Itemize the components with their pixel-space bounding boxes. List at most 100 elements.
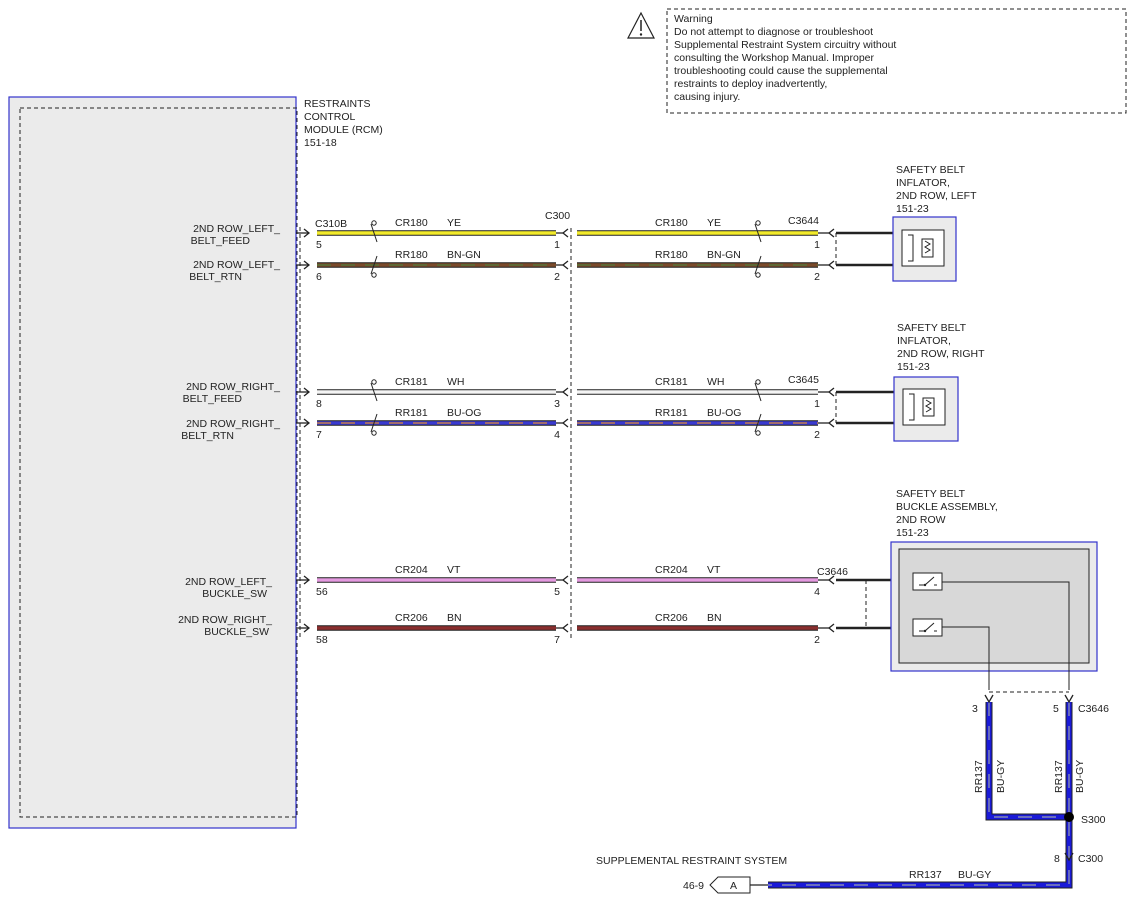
wire-circuit-label: RR137 (973, 760, 985, 793)
pin-label: BUCKLE_SW (204, 626, 269, 638)
rcm-label: RESTRAINTS (304, 98, 371, 110)
component-label: INFLATOR, (897, 335, 951, 347)
twisted-pair-marker (755, 272, 761, 278)
connector-pin-number: 1 (814, 239, 820, 251)
connector-pin-number: 3 (972, 703, 978, 715)
connector-terminal-arrow (827, 623, 835, 633)
pin-label: 2ND ROW_RIGHT_ (186, 418, 280, 430)
wire-color-label: BU-OG (707, 407, 741, 419)
twisted-pair-marker (754, 382, 762, 402)
connector-terminal-arrow (561, 228, 569, 238)
wire-circuit-label: CR206 (655, 612, 688, 624)
warning-line: restraints to deploy inadvertently, (674, 78, 827, 90)
wire-color-label: VT (447, 564, 461, 576)
wire-color-label: BU-GY (958, 869, 991, 881)
warning-title: Warning (674, 13, 713, 25)
page-reference-tag[interactable]: A (709, 876, 751, 894)
wire-circuit-label: CR181 (655, 376, 688, 388)
component-label: 2ND ROW (896, 514, 946, 526)
twisted-pair-marker (754, 223, 762, 243)
wire-color-label: WH (447, 376, 465, 388)
pin-label: BELT_RTN (189, 271, 242, 283)
pin-label: 2ND ROW_LEFT_ (193, 259, 280, 271)
warning-icon (627, 11, 655, 39)
wire-circuit-label: RR137 (909, 869, 942, 881)
connector-pin-number: 56 (316, 586, 328, 598)
rcm-connector-label: C310B (315, 218, 347, 230)
wire-circuit-label: RR137 (1053, 760, 1065, 793)
connector-pin-number: 2 (554, 271, 560, 283)
wire-stripe (768, 702, 1070, 886)
component-label: INFLATOR, (896, 177, 950, 189)
connector-pin-number: 4 (814, 586, 820, 598)
connector-terminal-arrow (561, 387, 569, 397)
connector-pin-number: 8 (1054, 853, 1060, 865)
warning-line: Supplemental Restraint System circuitry … (674, 39, 896, 51)
twisted-pair-marker (371, 272, 377, 278)
twisted-pair-marker (370, 223, 378, 243)
connector-terminal-arrow (827, 260, 835, 270)
connector-pin-number: 6 (316, 271, 322, 283)
component-label: 151-23 (896, 527, 929, 539)
component-label: BUCKLE ASSEMBLY, (896, 501, 998, 513)
connector-terminal-arrow (1064, 852, 1074, 862)
buckle-switch-icon (912, 618, 943, 637)
twisted-pair-marker (370, 255, 378, 275)
pin-label: BUCKLE_SW (202, 588, 267, 600)
right-inflator: SAFETY BELT INFLATOR, 2ND ROW, RIGHT 151… (788, 322, 985, 442)
wire-color-label: BU-OG (447, 407, 481, 419)
connector-terminal-arrow (827, 228, 835, 238)
wire-color-label: BN (447, 612, 462, 624)
pin-label: BELT_FEED (191, 235, 251, 247)
left-inflator: SAFETY BELT INFLATOR, 2ND ROW, LEFT 151-… (788, 164, 977, 282)
page-reference: 46-9 (683, 880, 704, 892)
system-label: SUPPLEMENTAL RESTRAINT SYSTEM (596, 855, 787, 867)
wire-color-label: VT (707, 564, 721, 576)
pin-label: 2ND ROW_RIGHT_ (178, 614, 272, 626)
component-label: SAFETY BELT (897, 322, 967, 334)
wire-color-label: BU-GY (1074, 760, 1086, 793)
connector-pin-number: 1 (554, 239, 560, 251)
connector-pin-number: 4 (554, 429, 560, 441)
connector-terminal-arrow (827, 418, 835, 428)
pin-label: 2ND ROW_LEFT_ (185, 576, 272, 588)
twisted-pair-marker (755, 430, 761, 436)
wire-circuit-label: CR180 (655, 217, 688, 229)
twisted-pair-marker (370, 382, 378, 402)
rcm-label: MODULE (RCM) (304, 124, 383, 136)
wire-circuit-label: RR181 (655, 407, 688, 419)
twisted-pair-marker (371, 220, 377, 226)
pin-label: 2ND ROW_RIGHT_ (186, 381, 280, 393)
wire-circuit-label: CR206 (395, 612, 428, 624)
connector-label: C3644 (788, 215, 819, 227)
inflator-icon (901, 229, 945, 267)
twisted-pair-marker (754, 255, 762, 275)
c300-label: C300 (545, 210, 570, 222)
wire-outline (768, 702, 1073, 889)
connector-label: C300 (1078, 853, 1103, 865)
connector-pin-number: 2 (814, 429, 820, 441)
splice-label: S300 (1081, 814, 1106, 826)
buckle-switch-icon (912, 572, 943, 591)
connector-pin-number: 2 (814, 271, 820, 283)
wire-circuit-label: CR204 (395, 564, 428, 576)
pin-label: BELT_RTN (181, 430, 234, 442)
c300-connector: C300 (545, 210, 572, 640)
page-reference-letter: A (730, 880, 737, 892)
connector-pin-number: 58 (316, 634, 328, 646)
connector-pin-number: 7 (316, 429, 322, 441)
connector-pin-number: 1 (814, 398, 820, 410)
wire-circuit-label: RR180 (655, 249, 688, 261)
warning-line: consulting the Workshop Manual. Improper (674, 52, 874, 64)
warning-note: Warning Do not attempt to diagnose or tr… (627, 8, 1127, 114)
wire-color-label: BN-GN (707, 249, 741, 261)
twisted-pair-marker (371, 379, 377, 385)
connector-pin-number: 2 (814, 634, 820, 646)
component-label: SAFETY BELT (896, 488, 966, 500)
twisted-pair-marker (371, 430, 377, 436)
wire-circuit-label: CR181 (395, 376, 428, 388)
